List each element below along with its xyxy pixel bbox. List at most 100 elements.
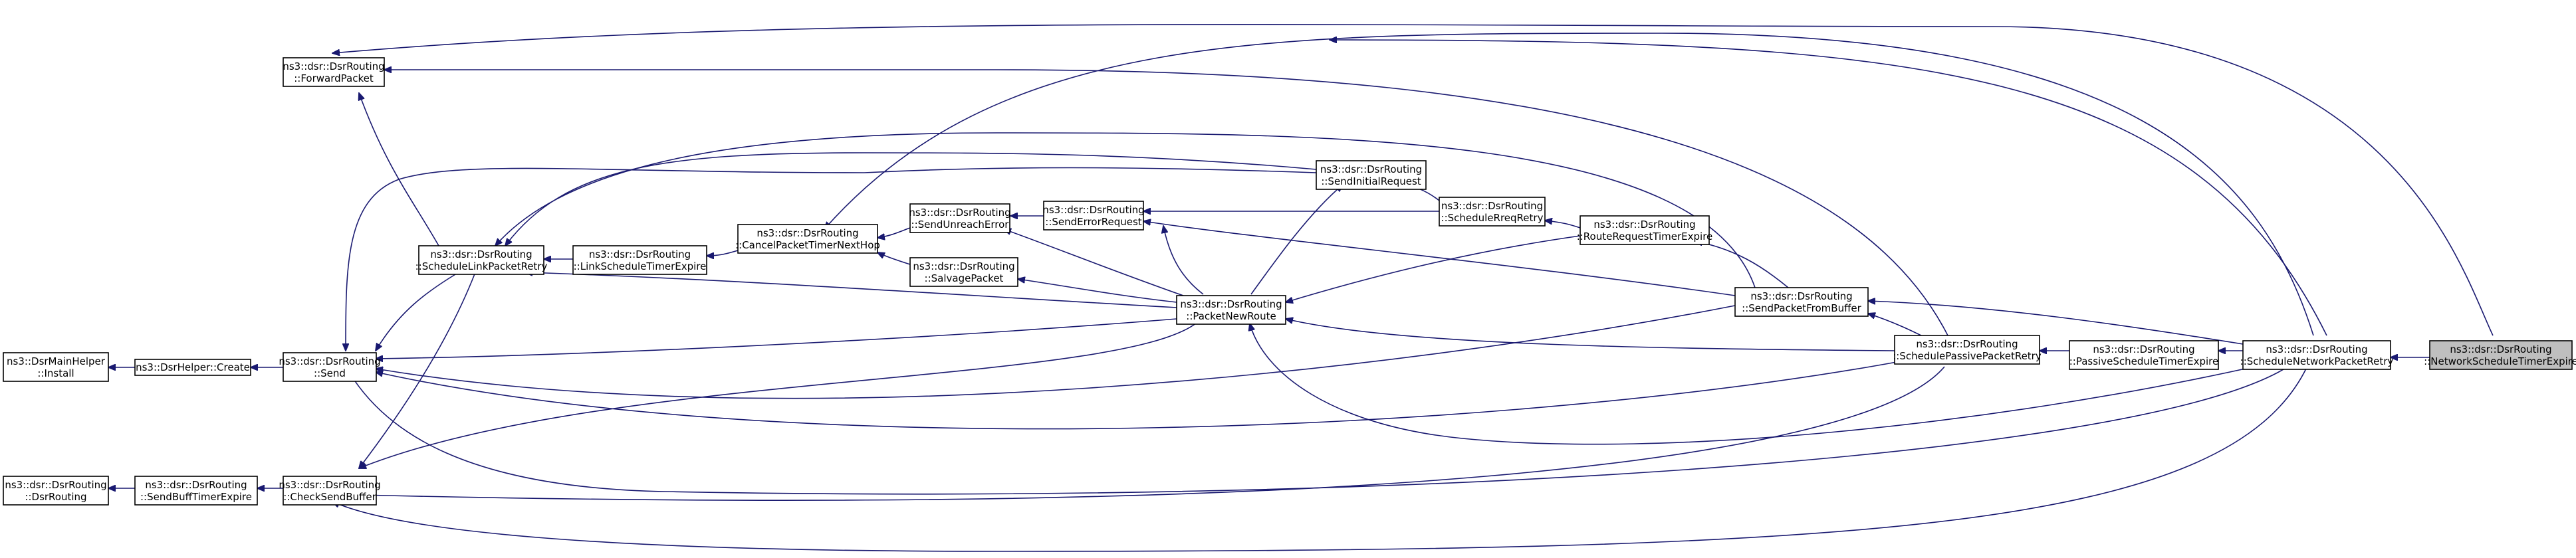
edge-packet-new-route-to-schedule-link (525, 272, 1177, 308)
node-label-line2: ::SendInitialRequest (1321, 175, 1421, 187)
node-box (1176, 295, 1286, 325)
node-box (283, 476, 377, 506)
node-label-line2: ::CancelPacketTimerNextHop (735, 239, 880, 251)
node-box (909, 257, 1018, 287)
node-label-line2: ::SendBuffTimerExpire (140, 491, 252, 503)
edge-send-initial-to-schedule-link (505, 152, 1317, 246)
node-box (3, 476, 109, 506)
node-label-line1: ns3::dsr::DsrRouting (283, 60, 384, 72)
edge-send-initial-to-send (346, 167, 1317, 351)
edge-send-packet-from-buffer-to-rreq-timer (1695, 241, 1789, 288)
edge-schedule-link-to-send (376, 272, 459, 351)
edge-send-unreach-to-cancel-timer (878, 227, 911, 238)
edge-rreq-timer-to-packet-new-route (1286, 235, 1581, 302)
node-label-line2: ::SalvagePacket (925, 272, 1004, 284)
node-label-line1: ns3::dsr::DsrRouting (145, 479, 247, 491)
edge-schedule-link-to-forward-packet (359, 93, 439, 246)
node-box (1894, 335, 2040, 365)
node-dsr-helper-create[interactable]: ns3::DsrHelper::Create (134, 359, 251, 376)
node-label-line1: ns3::dsr::DsrRouting (1750, 290, 1852, 302)
edge-packet-new-route-to-salvage (1018, 279, 1177, 303)
node-network-schedule-timer-expire[interactable]: ns3::dsr::DsrRouting::NetworkScheduleTim… (2424, 340, 2576, 370)
node-box (572, 245, 707, 275)
node-box (2242, 340, 2391, 370)
node-send-buff-timer-expire[interactable]: ns3::dsr::DsrRouting::SendBuffTimerExpir… (134, 476, 258, 506)
node-send-unreach-error[interactable]: ns3::dsr::DsrRouting::SendUnreachError (909, 203, 1011, 233)
node-label-line1: ns3::dsr::DsrRouting (1593, 219, 1695, 231)
node-forward-packet[interactable]: ns3::dsr::DsrRouting::ForwardPacket (283, 57, 385, 87)
edge-packet-new-route-to-send-initial (1250, 185, 1343, 295)
node-label-line1: ns3::dsr::DsrRouting (1042, 204, 1144, 216)
node-label-line1: ns3::dsr::DsrRouting (279, 355, 380, 367)
edge-packet-new-route-to-send-unreach (1004, 229, 1184, 296)
node-salvage-packet[interactable]: ns3::dsr::DsrRouting::SalvagePacket (909, 257, 1018, 287)
edge-schedule-network-to-cancel-timer (824, 33, 2314, 336)
node-box (1580, 215, 1710, 245)
node-label-line1: ns3::dsr::DsrRouting (1320, 163, 1422, 175)
node-label-line2: ::Send (314, 367, 346, 379)
node-send-packet-from-buffer[interactable]: ns3::dsr::DsrRouting::SendPacketFromBuff… (1734, 287, 1869, 317)
node-label-line2: ::NetworkScheduleTimerExpire (2424, 355, 2576, 367)
edge-schedule-passive-to-check-send-buffer (359, 366, 1945, 501)
edge-schedule-network-to-send-packet-from-buffer (1868, 301, 2244, 345)
node-send-error-request[interactable]: ns3::dsr::DsrRouting::SendErrorRequest (1042, 201, 1145, 231)
node-box (1439, 197, 1546, 227)
node-box (1043, 201, 1144, 231)
node-box (1316, 160, 1427, 190)
node-label-line2: ::RouteRequestTimerExpire (1577, 231, 1713, 242)
node-dsr-main-helper-install[interactable]: ns3::DsrMainHelper::Install (3, 352, 109, 382)
node-box (2069, 340, 2219, 370)
node-dsr-routing-ctor[interactable]: ns3::dsr::DsrRouting::DsrRouting (3, 476, 109, 506)
node-label-line1: ns3::dsr::DsrRouting (2450, 343, 2551, 355)
node-schedule-rreq-retry[interactable]: ns3::dsr::DsrRouting::ScheduleRreqRetry (1439, 197, 1546, 227)
node-label-line1: ns3::dsr::DsrRouting (1916, 338, 2018, 350)
node-send[interactable]: ns3::dsr::DsrRouting::Send (279, 352, 381, 382)
node-label-line2: ::SendUnreachError (911, 219, 1010, 231)
node-label-line1: ns3::dsr::DsrRouting (2266, 343, 2367, 355)
edge-cancel-timer-to-link-expire (707, 250, 739, 256)
node-label-line2: ::SendPacketFromBuffer (1742, 302, 1861, 314)
edge-send-packet-from-buffer-to-schedule-link (495, 132, 1756, 288)
node-box (909, 203, 1010, 233)
node-label-line2: ::PacketNewRoute (1186, 310, 1276, 322)
node-label-line1: ns3::dsr::DsrRouting (5, 479, 106, 491)
edge-schedule-passive-to-send (376, 358, 1915, 430)
node-label-line2: ::PassiveScheduleTimerExpire (2069, 355, 2219, 367)
node-label-line2: ::ScheduleNetworkPacketRetry (2240, 355, 2394, 367)
edge-schedule-network-to-packet-new-route (1250, 324, 2261, 445)
node-label-line2: ::SchedulePassivePacketRetry (1893, 350, 2042, 362)
node-schedule-link-packet-retry[interactable]: ns3::dsr::DsrRouting::ScheduleLinkPacket… (415, 245, 548, 275)
node-label-line2: ::Install (37, 367, 74, 379)
edge-packet-new-route-to-send-error (1163, 226, 1204, 295)
edge-rreq-timer-to-schedule-rreq (1545, 221, 1581, 229)
node-schedule-passive-packet-retry[interactable]: ns3::dsr::DsrRouting::SchedulePassivePac… (1893, 335, 2042, 365)
node-link-schedule-timer-expire[interactable]: ns3::dsr::DsrRouting::LinkScheduleTimerE… (572, 245, 707, 275)
edge-schedule-network-to-send (349, 367, 2287, 495)
node-label-line1: ns3::dsr::DsrRouting (1441, 200, 1543, 212)
node-check-send-buffer[interactable]: ns3::dsr::DsrRouting::CheckSendBuffer (279, 476, 381, 506)
node-cancel-packet-timer-next-hop[interactable]: ns3::dsr::DsrRouting::CancelPacketTimerN… (735, 224, 880, 254)
node-send-initial-request[interactable]: ns3::dsr::DsrRouting::SendInitialRequest (1316, 160, 1427, 190)
node-box (283, 57, 385, 87)
node-label-line1: ns3::DsrHelper::Create (136, 361, 250, 373)
node-label-line1: ns3::dsr::DsrRouting (279, 479, 380, 491)
node-box (1734, 287, 1869, 317)
edge-packet-new-route-to-check-send-buffer (359, 322, 1197, 468)
node-route-request-timer-expire[interactable]: ns3::dsr::DsrRouting::RouteRequestTimerE… (1577, 215, 1713, 245)
node-box (283, 352, 377, 382)
node-label-line1: ns3::dsr::DsrRouting (913, 260, 1014, 272)
node-schedule-network-packet-retry[interactable]: ns3::dsr::DsrRouting::ScheduleNetworkPac… (2240, 340, 2394, 370)
node-label-line1: ns3::dsr::DsrRouting (909, 207, 1010, 219)
node-packet-new-route[interactable]: ns3::dsr::DsrRouting::PacketNewRoute (1176, 295, 1286, 325)
node-passive-schedule-timer-expire[interactable]: ns3::dsr::DsrRouting::PassiveScheduleTim… (2069, 340, 2219, 370)
node-label-line2: ::CheckSendBuffer (283, 491, 376, 503)
node-box (3, 352, 109, 382)
call-graph-nodes: ns3::dsr::DsrRouting::NetworkScheduleTim… (3, 57, 2576, 506)
node-label-line1: ns3::dsr::DsrRouting (2093, 343, 2194, 355)
node-label-line1: ns3::dsr::DsrRouting (1180, 298, 1282, 310)
edge-schedule-link-to-check-send-buffer (359, 272, 476, 468)
edge-send-packet-from-buffer-to-send-error (1143, 221, 1736, 296)
node-label-line2: ::DsrRouting (25, 491, 86, 503)
node-label-line1: ns3::dsr::DsrRouting (589, 248, 691, 260)
